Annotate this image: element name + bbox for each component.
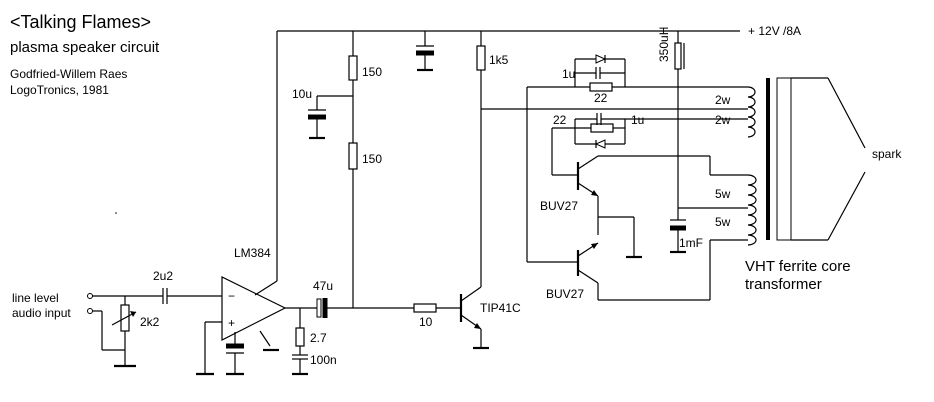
c-tank-label: 1mF bbox=[679, 236, 703, 250]
ferrite-core: spark VHT ferrite core transformer bbox=[745, 77, 902, 293]
q-bot-label: BUV27 bbox=[546, 287, 584, 301]
company-year: LogoTronics, 1981 bbox=[10, 83, 109, 97]
c-out-label: 47u bbox=[313, 279, 333, 293]
output-capacitor-47u: 47u bbox=[285, 279, 353, 318]
emitter-ground bbox=[597, 216, 642, 259]
tank-capacitor-1mf: 1mF bbox=[670, 207, 748, 254]
bias-divider: 150 150 10u bbox=[292, 31, 382, 308]
amp-plus: + bbox=[228, 316, 235, 330]
input-label-line2: audio input bbox=[12, 306, 71, 320]
audio-input: line level audio input bbox=[12, 291, 125, 351]
amplifier-lm384: − + LM384 bbox=[196, 31, 287, 376]
collector-resistor-1k5: 1k5 bbox=[476, 31, 509, 71]
input-capacitor-2u2: 2u2 bbox=[125, 269, 222, 304]
transformer-label-line2: transformer bbox=[745, 276, 822, 293]
spark-label: spark bbox=[872, 147, 902, 161]
diagram-subtitle: plasma speaker circuit bbox=[10, 39, 160, 56]
feedback-network-bottom: 22 1u bbox=[551, 113, 644, 176]
transformer-label-line1: VHT ferrite core bbox=[745, 258, 851, 275]
r-coll-label: 1k5 bbox=[489, 53, 509, 67]
transistor-buv27-top: BUV27 bbox=[540, 155, 748, 217]
c-fb2-label: 1u bbox=[631, 113, 644, 127]
q-driver-label: TIP41C bbox=[480, 301, 521, 315]
zobel-network: 2.7 100n bbox=[292, 308, 337, 376]
c-in-label: 2u2 bbox=[153, 269, 173, 283]
transistor-buv27-bottom: BUV27 bbox=[546, 239, 748, 301]
c-dec-label: 10u bbox=[292, 87, 312, 101]
c-fb1-label: 1u bbox=[562, 67, 575, 81]
winding4-label: 5w bbox=[715, 215, 731, 229]
amp-label: LM384 bbox=[234, 246, 271, 260]
feedback-network-top: 1u 22 bbox=[526, 54, 748, 263]
transistor-tip41c: TIP41C bbox=[459, 70, 521, 350]
inductor-label: 350uH bbox=[657, 27, 671, 62]
author-name: Godfried-Willem Raes bbox=[10, 67, 127, 81]
winding3-label: 5w bbox=[715, 187, 731, 201]
q-top-label: BUV27 bbox=[540, 199, 578, 213]
input-terminal-bottom bbox=[87, 308, 93, 314]
supply-label: + 12V /8A bbox=[748, 24, 801, 38]
r-mid-label: 150 bbox=[362, 152, 382, 166]
input-label-line1: line level bbox=[12, 291, 59, 305]
r-snub-label: 2.7 bbox=[310, 331, 327, 345]
supply-rail: + 12V /8A bbox=[277, 24, 801, 38]
r-fb1-label: 22 bbox=[594, 91, 608, 105]
amp-minus: − bbox=[228, 289, 235, 303]
c-snub-label: 100n bbox=[310, 353, 337, 367]
base-resistor-10: 10 bbox=[353, 303, 461, 329]
potentiometer-2k2: 2k2 bbox=[111, 296, 160, 368]
pot-label: 2k2 bbox=[140, 315, 160, 329]
r-base-label: 10 bbox=[419, 315, 433, 329]
primary-lead bbox=[481, 108, 748, 120]
r-top-label: 150 bbox=[362, 65, 382, 79]
transformer-windings: 2w 2w 5w 5w bbox=[715, 86, 757, 246]
r-fb2-label: 22 bbox=[553, 113, 567, 127]
input-terminal-top bbox=[87, 293, 93, 299]
supply-decoupling-capacitor bbox=[416, 31, 434, 72]
diagram-title: <Talking Flames> bbox=[10, 12, 151, 32]
winding2-label: 2w bbox=[715, 113, 731, 127]
stray-dot bbox=[115, 212, 117, 214]
inductor-350uh: 350uH bbox=[657, 27, 685, 220]
winding1-label: 2w bbox=[715, 93, 731, 107]
